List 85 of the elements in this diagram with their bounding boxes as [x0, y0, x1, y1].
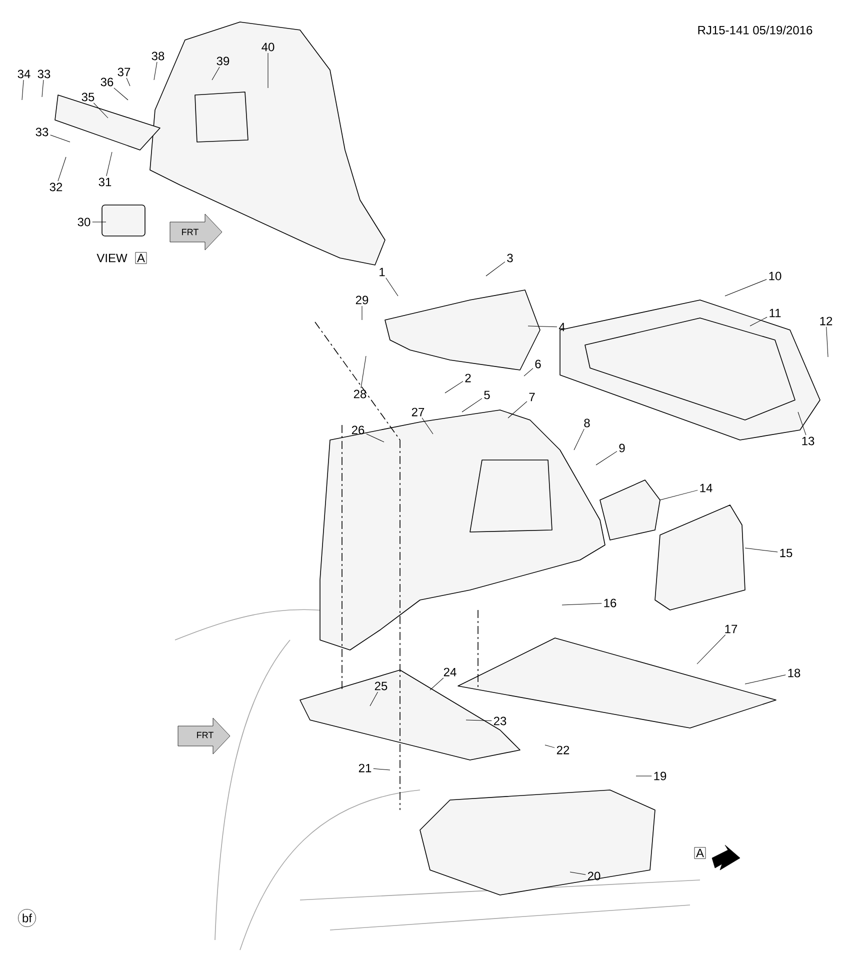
leader-line	[58, 156, 66, 182]
callout-number: 29	[356, 296, 368, 304]
callout-number: 10	[769, 272, 782, 280]
direction-label: A	[694, 847, 706, 859]
callout-number: 37	[118, 68, 130, 76]
callout-number: 20	[588, 872, 600, 880]
callout-number: 17	[725, 624, 738, 634]
leader-line	[466, 720, 492, 721]
callout-number: 24	[444, 668, 456, 676]
leader-line	[508, 401, 528, 418]
callout-number: 36	[100, 78, 114, 86]
callout-number: 25	[374, 682, 388, 690]
callout-number: 23	[494, 716, 506, 726]
callout-number: 33	[38, 70, 50, 78]
callout-number: 9	[619, 444, 625, 452]
callout-number: 19	[654, 772, 666, 780]
callout-number: 12	[820, 316, 832, 326]
drawing-number: RJ15-141 05/19/2016	[698, 26, 812, 34]
leader-line	[574, 428, 584, 450]
callout-number: 15	[780, 548, 792, 558]
callout-number: 26	[352, 426, 364, 434]
leader-line	[106, 152, 112, 176]
callout-number: 22	[556, 746, 570, 754]
author-mark: bf	[18, 909, 36, 927]
callout-number: 7	[529, 392, 535, 402]
leader-line	[562, 603, 602, 606]
leader-line	[696, 634, 726, 664]
callout-number: 6	[535, 360, 541, 368]
callout-number: 39	[216, 56, 230, 66]
callout-number: 4	[558, 322, 565, 332]
direction-label: FRT	[182, 228, 198, 236]
callout-number: 38	[152, 52, 164, 60]
leader-line	[544, 744, 555, 748]
callout-number: 27	[412, 408, 424, 416]
callout-number: 21	[358, 764, 372, 772]
leader-line	[386, 278, 398, 296]
callout-number: 30	[78, 218, 90, 226]
leader-line	[826, 326, 828, 358]
leader-line	[430, 678, 444, 690]
leader-line	[486, 262, 506, 276]
leader-line	[750, 316, 768, 326]
leader-line	[744, 674, 786, 684]
callout-number: 18	[788, 668, 800, 678]
callout-number: 32	[50, 182, 62, 192]
leader-line	[596, 451, 618, 466]
leader-line	[50, 134, 70, 142]
leader-line	[528, 326, 558, 328]
callout-number: 13	[802, 436, 814, 446]
callout-number: 11	[770, 308, 781, 318]
leader-line	[126, 78, 130, 86]
callout-number: 33	[36, 128, 48, 136]
leader-line	[42, 80, 44, 98]
callout-number: 2	[465, 374, 471, 382]
leader-line	[444, 381, 464, 394]
view-label: VIEW	[96, 254, 128, 262]
leader-line	[798, 412, 806, 436]
direction-label: FRT	[197, 732, 214, 738]
leader-line	[660, 490, 698, 500]
callout-number: 35	[82, 92, 94, 102]
leader-line	[524, 368, 534, 376]
leader-line	[366, 434, 384, 442]
leader-line	[360, 356, 366, 388]
leader-line	[212, 66, 220, 80]
callout-number: 16	[604, 598, 616, 608]
leader-line	[724, 279, 767, 296]
leader-line	[154, 62, 158, 80]
leader-line	[114, 88, 128, 100]
leader-line	[22, 80, 24, 100]
callout-number: 34	[18, 70, 30, 78]
leader-line	[462, 398, 482, 412]
leader-line	[570, 872, 586, 875]
callout-number: 14	[700, 484, 712, 492]
view-label: A	[135, 252, 147, 264]
callout-number: 8	[584, 418, 590, 428]
leader-line	[744, 548, 778, 552]
callout-number: 3	[507, 254, 513, 262]
leader-line	[370, 692, 378, 706]
leader-line	[373, 768, 390, 770]
callout-number: 31	[98, 178, 112, 186]
callout-number: 5	[484, 390, 490, 400]
leader-line	[93, 102, 108, 118]
callout-number: 1	[380, 268, 385, 276]
callout-number: 28	[354, 390, 366, 398]
leader-line	[422, 418, 434, 434]
callout-number: 40	[262, 42, 274, 52]
